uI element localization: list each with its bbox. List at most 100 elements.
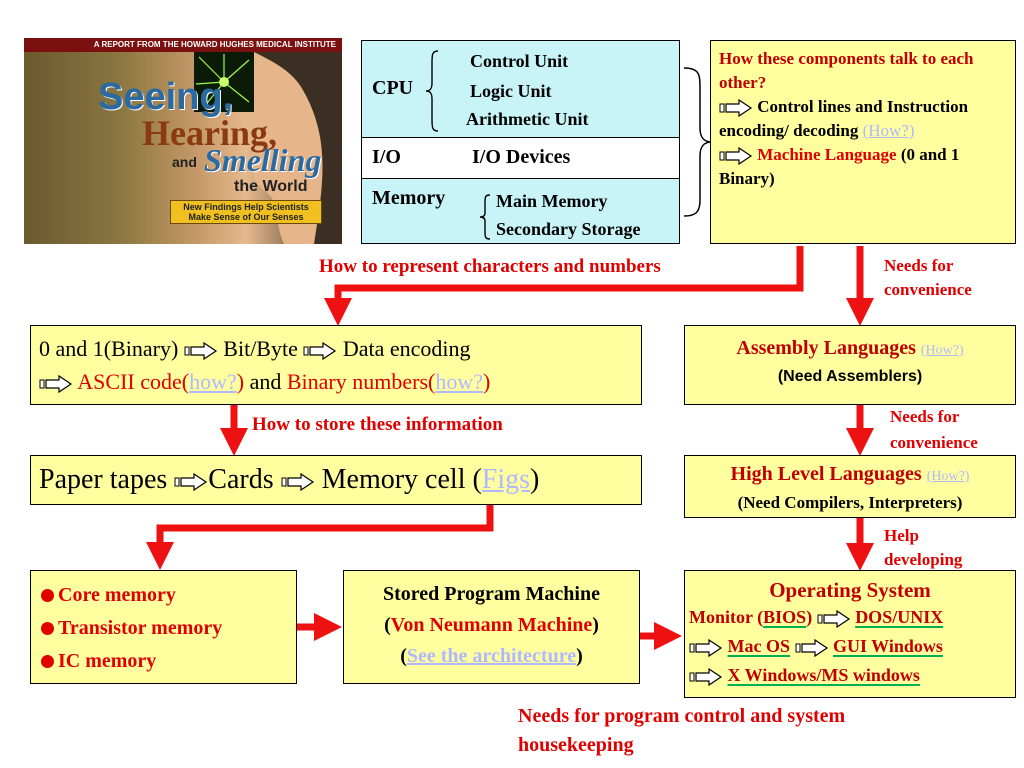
os-mswindows[interactable]: MS windows	[821, 665, 920, 685]
talk-item-1-text: Control lines and Instruction encoding/ …	[719, 97, 969, 140]
cover-title-and: and	[172, 154, 197, 170]
stored-von-line: (Von Neumann Machine)	[384, 614, 599, 636]
io-item: I/O Devices	[472, 146, 571, 168]
binary-numbers: Binary numbers	[286, 369, 429, 394]
memory-section: Memory Main Memory Secondary Storage	[362, 179, 679, 243]
label-program: Needs for program control and system hou…	[518, 705, 846, 756]
talk-box: How these components talk to each other?…	[710, 40, 1016, 244]
arrow-right-icon	[184, 341, 218, 361]
neuron-icon	[194, 52, 254, 112]
storage-cards: Cards	[208, 464, 274, 495]
high-title-line: High Level Languages (How?)	[689, 460, 1011, 491]
binary-text-1: 0 and 1(Binary)	[39, 336, 179, 361]
cpu-item-logic: Logic Unit	[470, 81, 552, 101]
arrow-right-icon	[689, 638, 723, 658]
high-sub: (Need Compilers, Interpreters)	[737, 493, 963, 512]
storage-memory-cell: Memory cell	[321, 464, 466, 495]
cpu-section: CPU Control Unit Logic Unit Arithmetic U…	[362, 41, 679, 138]
bullet-icon	[41, 622, 54, 635]
label-store: How to store these information	[252, 414, 503, 435]
cpu-brace	[425, 50, 439, 132]
memory-type-ic: IC memory	[41, 645, 286, 678]
talk-how-link[interactable]: (How?)	[862, 121, 915, 140]
binary-line-1: 0 and 1(Binary) Bit/Byte Data encoding	[39, 332, 633, 365]
high-title: High Level Languages	[730, 463, 922, 485]
stored-see-link[interactable]: See the architecture	[406, 645, 577, 667]
arrow-right-icon	[817, 609, 851, 629]
bullet-icon	[41, 589, 54, 602]
cover-title-world: the World	[234, 178, 308, 195]
arrow-represent	[324, 246, 804, 326]
binary-how-link[interactable]: how?	[435, 369, 483, 394]
arrow-right-icon	[689, 667, 723, 687]
label-needs1: Needs for convenience	[884, 256, 972, 299]
os-line-1: Monitor (BIOS) DOS/UNIX	[689, 607, 944, 629]
binary-text-3: Data encoding	[342, 336, 471, 361]
memory-label: Memory	[372, 187, 446, 209]
memory-types-box: Core memory Transistor memory IC memory	[30, 570, 297, 684]
os-mac[interactable]: Mac OS	[727, 636, 791, 656]
stored-von: Von Neumann Machine	[390, 614, 593, 636]
assembly-title: Assembly Languages	[736, 337, 916, 359]
assembly-box: Assembly Languages (How?) (Need Assemble…	[684, 325, 1016, 405]
memory-brace	[479, 194, 491, 240]
talk-item-2: Machine Language (0 and 1 Binary)	[719, 143, 1007, 191]
cpu-item-control: Control Unit	[470, 51, 569, 71]
cover-banner: A REPORT FROM THE HOWARD HUGHES MEDICAL …	[24, 38, 342, 52]
memory-item-main: Main Memory	[496, 191, 608, 211]
binary-line-2: ASCII code(how?) and Binary numbers(how?…	[39, 365, 633, 398]
arrow-right-icon	[281, 472, 315, 492]
cover-title-smelling: Smelling	[204, 142, 322, 178]
binary-text-2: Bit/Byte	[223, 336, 298, 361]
memory-type-transistor: Transistor memory	[41, 612, 286, 645]
memory-item-secondary: Secondary Storage	[496, 219, 641, 239]
assembly-how-link[interactable]: (How?)	[920, 343, 964, 358]
label-needs2: Needs for convenience	[890, 407, 978, 452]
binary-and: and	[249, 369, 282, 394]
components-box: CPU Control Unit Logic Unit Arithmetic U…	[361, 40, 680, 244]
memory-type-core: Core memory	[41, 579, 286, 612]
arrow-right-icon	[719, 146, 753, 166]
arrow-right-icon	[39, 374, 73, 394]
os-bios[interactable]: BIOS	[763, 607, 807, 627]
face-illustration	[244, 52, 342, 244]
stored-see-line: (See the architecture)	[400, 645, 583, 667]
talk-machine-language: Machine Language	[757, 145, 897, 164]
stored-program-box: Stored Program Machine (Von Neumann Mach…	[343, 570, 640, 684]
io-label: I/O	[372, 146, 401, 168]
stored-title: Stored Program Machine	[382, 583, 600, 605]
cover-banner-text: A REPORT FROM THE HOWARD HUGHES MEDICAL …	[93, 40, 336, 49]
arrow-right-icon	[303, 341, 337, 361]
storage-box: Paper tapes Cards Memory cell (Figs)	[30, 455, 642, 505]
os-box: Operating System Monitor (BIOS) DOS/UNIX…	[684, 570, 1016, 698]
io-section: I/O I/O Devices	[362, 138, 679, 179]
cover-image: A REPORT FROM THE HOWARD HUGHES MEDICAL …	[24, 38, 342, 244]
cover-title-hearing: Hearing,	[142, 113, 277, 153]
ascii-code: ASCII code	[77, 369, 182, 394]
talk-binary: (0 and 1 Binary)	[719, 145, 960, 188]
os-xwindows[interactable]: X Windows	[727, 665, 817, 685]
high-how-link[interactable]: (How?)	[926, 469, 970, 484]
cpu-item-arith: Arithmetic Unit	[466, 109, 589, 129]
arrow-right-icon	[795, 638, 829, 658]
ascii-how-link[interactable]: how?	[189, 369, 237, 394]
arrow-right-icon	[174, 472, 208, 492]
os-dos[interactable]: DOS/UNIX	[855, 607, 944, 627]
storage-paper-tapes: Paper tapes	[39, 464, 168, 495]
arrow-memory	[146, 500, 494, 570]
os-line-2: Mac OS GUI Windows	[689, 632, 1011, 661]
talk-item-1: Control lines and Instruction encoding/ …	[719, 95, 1007, 143]
binary-box: 0 and 1(Binary) Bit/Byte Data encoding A…	[30, 325, 642, 405]
assembly-title-line: Assembly Languages (How?)	[689, 334, 1011, 365]
cover-title-seeing: Seeing,	[98, 76, 234, 118]
assembly-sub: (Need Assemblers)	[777, 368, 923, 385]
big-brace	[683, 67, 713, 217]
storage-figs-link[interactable]: Figs	[481, 464, 531, 495]
cpu-label: CPU	[372, 77, 414, 99]
cover-subtitle: New Findings Help Scientists Make Sense …	[170, 200, 322, 224]
os-title: Operating System	[769, 578, 931, 602]
bullet-icon	[41, 655, 54, 668]
os-gui[interactable]: GUI Windows	[833, 636, 943, 656]
high-level-box: High Level Languages (How?) (Need Compil…	[684, 455, 1016, 518]
